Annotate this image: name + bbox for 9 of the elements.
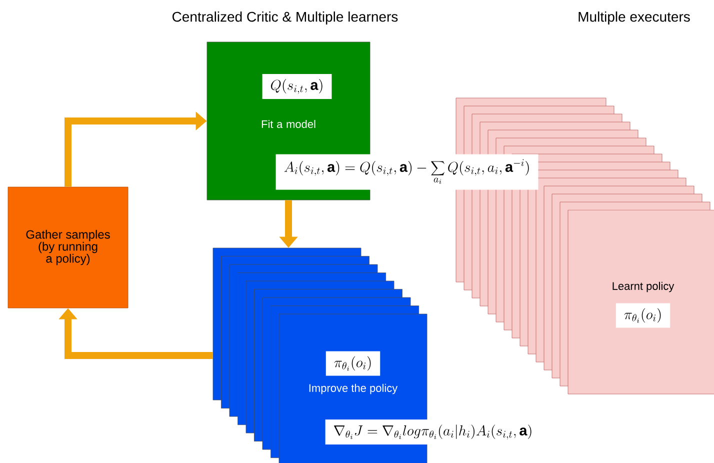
heading: Centralized Critic & Multiple learners xyxy=(172,11,398,25)
formula-box: $\pi_{\theta_i}(o_i)$ xyxy=(326,351,380,376)
heading: Multiple executers xyxy=(578,11,690,25)
process-box: Gather samples (by running a policy) xyxy=(8,186,128,308)
node-label: Learnt policy xyxy=(612,282,674,292)
formula-box: $Q(s_{i,t},\mathbf{a})$ xyxy=(262,74,332,99)
formula-box: $\nabla_{\theta_i} J = \nabla_{\theta_i} log \pi_{\theta_i}(a_i|h_i) A_i(s_{i,t},\mathbf{a})$ xyxy=(325,420,541,444)
formula-box: $\pi_{\theta_i}(o_i)$ xyxy=(616,303,670,328)
formula-box: $A_i(s_{i,t},\mathbf{a}) = Q(s_{i,t},\mathbf{a}) - \sum_{a_i} Q(s_{i,t},a_i,\mathbf{a}^{-i})$ xyxy=(276,154,538,190)
